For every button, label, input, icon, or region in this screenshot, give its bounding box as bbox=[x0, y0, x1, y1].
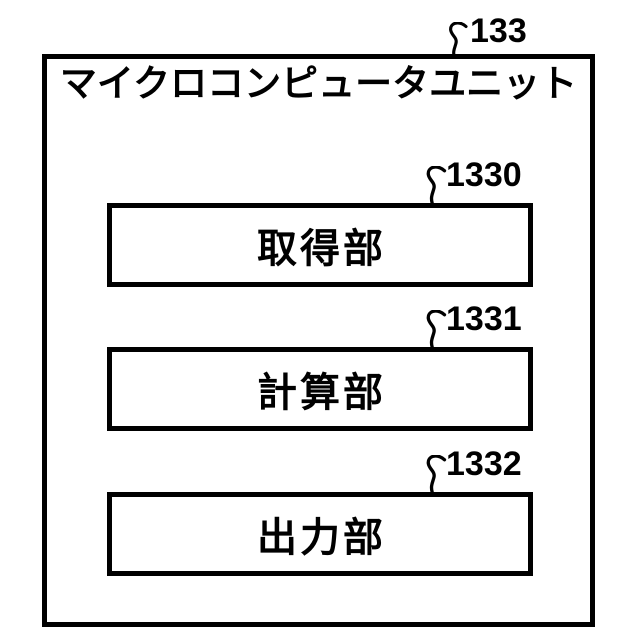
leader-squiggle-icon bbox=[426, 455, 447, 493]
leader-squiggle-icon bbox=[426, 310, 447, 348]
acquisition-unit-box: 取得部 bbox=[107, 203, 533, 287]
diagram-title: マイクロコンピュータユニット bbox=[59, 63, 578, 104]
calculation-unit-label: 計算部 bbox=[257, 371, 386, 415]
reference-numeral-1331: 1331 bbox=[446, 300, 522, 338]
acquisition-unit-label: 取得部 bbox=[257, 227, 386, 271]
reference-numeral-1332: 1332 bbox=[446, 445, 522, 483]
leader-squiggle-icon bbox=[449, 22, 468, 58]
reference-numeral-133: 133 bbox=[470, 12, 527, 50]
output-unit-label: 出力部 bbox=[257, 516, 386, 560]
calculation-unit-box: 計算部 bbox=[107, 347, 533, 431]
leader-squiggle-icon bbox=[426, 166, 447, 204]
reference-numeral-1330: 1330 bbox=[446, 156, 522, 194]
output-unit-box: 出力部 bbox=[107, 492, 533, 576]
